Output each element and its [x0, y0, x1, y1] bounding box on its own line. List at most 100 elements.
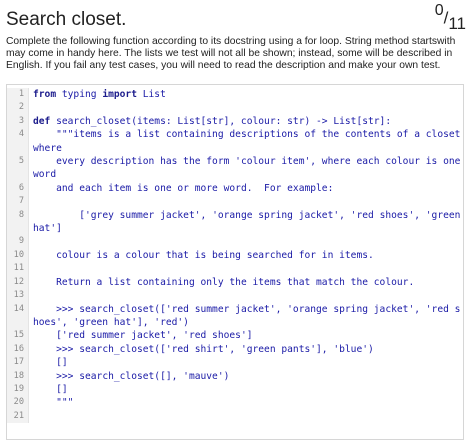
exercise-header: Search closet. 0/11 — [6, 0, 468, 34]
code-text[interactable]: >>> search_closet(['red summer jacket', … — [29, 303, 463, 330]
score-display: 0/11 — [434, 2, 466, 33]
line-number-text: 15 — [13, 330, 24, 341]
code-line[interactable]: 9​ — [7, 235, 463, 249]
line-number-text: 10 — [13, 249, 24, 260]
code-line[interactable]: 21 ​ — [7, 409, 463, 424]
code-line[interactable]: 14 >>> search_closet(['red summer jacket… — [7, 302, 463, 330]
score-denominator: 11 — [448, 14, 466, 34]
code-segment: typing — [56, 89, 103, 100]
code-segment: [] — [33, 383, 68, 395]
code-text[interactable]: ​ — [29, 289, 463, 302]
line-number-text: 7 — [18, 196, 24, 207]
code-text[interactable]: ​ — [29, 410, 463, 423]
code-text[interactable]: >>> search_closet(['red shirt', 'green p… — [29, 343, 463, 356]
code-keyword: import — [102, 89, 137, 100]
code-line[interactable]: 19 [] — [7, 382, 463, 397]
code-line[interactable]: 10 colour is a colour that is being sear… — [7, 248, 463, 263]
code-text[interactable]: >>> search_closet([], 'mauve') — [29, 370, 463, 383]
line-number-text: 1 — [18, 89, 24, 99]
line-number-text: 19 — [13, 383, 24, 394]
line-number: 7 — [7, 195, 29, 209]
line-number: 11 — [7, 262, 29, 276]
code-keyword: def — [33, 115, 51, 127]
line-number: 5 — [7, 155, 29, 182]
code-text[interactable]: ​ — [29, 101, 463, 114]
code-line[interactable]: 11 ​ — [7, 262, 463, 276]
code-text[interactable]: colour is a colour that is being searche… — [29, 249, 463, 262]
code-text[interactable]: and each item is one or more word. For e… — [29, 182, 463, 195]
code-text[interactable]: ['grey summer jacket', 'orange spring ja… — [29, 209, 463, 236]
code-segment: [] — [33, 357, 68, 369]
code-line[interactable]: 6 and each item is one or more word. For… — [7, 181, 463, 196]
code-segment: >>> search_closet(['red summer jacket', … — [33, 303, 461, 328]
line-number: 1 — [7, 88, 29, 102]
line-number: 9 — [7, 235, 29, 249]
code-segment: """ — [33, 397, 74, 409]
line-number-text: 21 — [13, 410, 24, 421]
code-segment: >>> search_closet([], 'mauve') — [33, 370, 230, 382]
code-line[interactable]: 7​ — [7, 195, 463, 209]
code-text[interactable]: [] — [29, 383, 463, 396]
code-line[interactable]: 17 [] — [7, 356, 463, 370]
line-number-text: 9 — [18, 236, 24, 247]
code-line[interactable]: 12 Return a list containing only the ite… — [7, 275, 463, 290]
line-number-text: 20 — [13, 397, 24, 408]
code-text[interactable]: from typing import List — [29, 88, 463, 101]
line-number-text: 4 — [18, 129, 24, 140]
line-number-text: 11 — [13, 263, 24, 274]
line-number: 19 — [7, 382, 29, 397]
code-segment: >>> search_closet(['red shirt', 'green p… — [33, 343, 374, 355]
code-keyword: from — [33, 89, 57, 100]
line-number-text: 14 — [13, 303, 24, 314]
code-text[interactable]: [] — [29, 356, 463, 369]
code-line[interactable]: 18 >>> search_closet([], 'mauve') — [7, 369, 463, 383]
line-number-text: 17 — [13, 357, 24, 368]
code-text[interactable]: ​ — [29, 262, 463, 275]
code-segment: every description has the form 'colour i… — [33, 156, 461, 181]
line-number: 3 — [7, 114, 29, 129]
code-line[interactable]: 13​ — [7, 289, 463, 303]
code-segment: and each item is one or more word. For e… — [33, 182, 334, 194]
line-number-text: 6 — [18, 182, 24, 193]
line-number: 2 — [7, 101, 29, 115]
code-text[interactable]: every description has the form 'colour i… — [29, 155, 463, 182]
score-numerator: 0 — [434, 2, 444, 19]
line-number-text: 8 — [18, 209, 24, 220]
code-line[interactable]: 8 ['grey summer jacket', 'orange spring … — [7, 208, 463, 236]
code-text[interactable]: ['red summer jacket', 'red shoes'] — [29, 329, 463, 342]
line-number: 16 — [7, 342, 29, 357]
line-number: 8 — [7, 208, 29, 236]
code-segment: Return a list containing only the items … — [33, 276, 415, 288]
code-text[interactable]: ​ — [29, 195, 463, 208]
line-number: 17 — [7, 356, 29, 370]
code-text[interactable]: def search_closet(items: List[str], colo… — [29, 115, 463, 128]
code-line[interactable]: 2​ — [7, 101, 463, 115]
code-line[interactable]: 16 >>> search_closet(['red shirt', 'gree… — [7, 342, 463, 357]
line-number: 21 — [7, 409, 29, 424]
code-line[interactable]: 20 """ — [7, 396, 463, 410]
code-line[interactable]: 5 every description has the form 'colour… — [7, 155, 463, 182]
code-text[interactable]: ​ — [29, 235, 463, 248]
line-number: 18 — [7, 369, 29, 383]
code-text[interactable]: """ — [29, 396, 463, 409]
line-number: 13 — [7, 289, 29, 303]
exercise-description: Complete the following function accordin… — [6, 36, 456, 71]
code-text[interactable]: """items is a list containing descriptio… — [29, 128, 463, 155]
code-segment: search_closet(items: List[str], colour: … — [50, 115, 392, 127]
code-line[interactable]: 15 ['red summer jacket', 'red shoes'] — [7, 329, 463, 343]
line-number: 15 — [7, 329, 29, 343]
line-number: 10 — [7, 248, 29, 263]
line-number-text: 12 — [13, 276, 24, 287]
code-line[interactable]: 1 from typing import List — [7, 88, 463, 102]
line-number-text: 5 — [18, 156, 24, 167]
code-segment: ['grey summer jacket', 'orange spring ja… — [33, 209, 461, 235]
line-number: 4 — [7, 128, 29, 156]
code-text[interactable]: Return a list containing only the items … — [29, 276, 463, 289]
line-number: 14 — [7, 302, 29, 330]
line-number: 6 — [7, 181, 29, 196]
code-line[interactable]: 4 """items is a list containing descript… — [7, 128, 463, 156]
score-separator: / — [443, 8, 449, 28]
